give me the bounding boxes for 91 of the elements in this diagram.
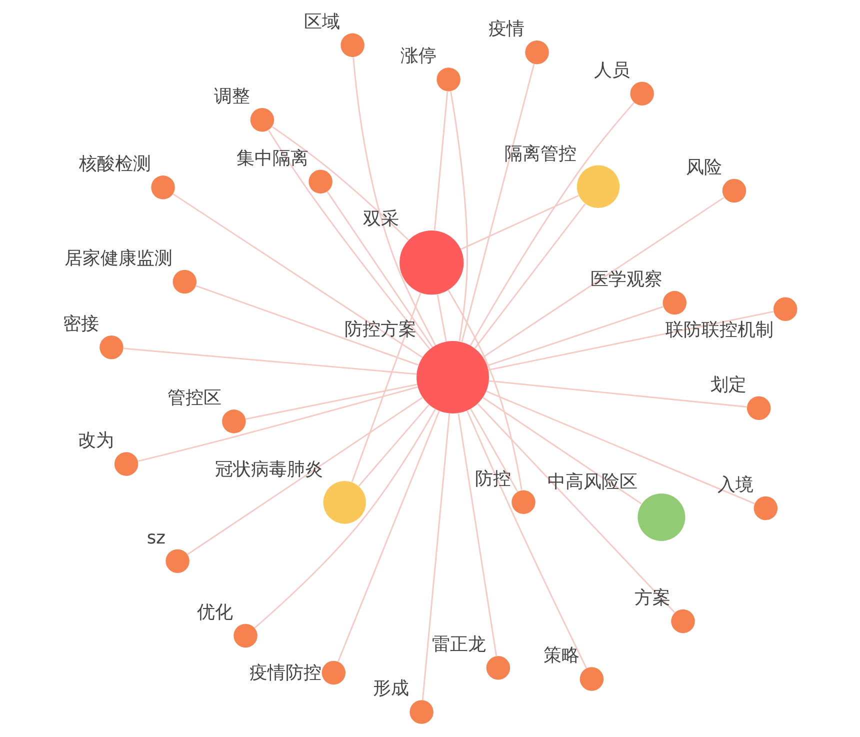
node-label: 形成 xyxy=(373,678,410,700)
connector xyxy=(196,285,418,366)
node-circle xyxy=(746,396,771,420)
node-circle xyxy=(580,667,604,691)
node-label: 管控区 xyxy=(168,388,222,409)
node-label: 风险 xyxy=(686,156,722,178)
node-label: 集中隔离 xyxy=(236,148,308,169)
connector xyxy=(489,380,747,408)
node-circle xyxy=(576,165,620,208)
node-label: 中高风险区 xyxy=(548,472,638,493)
connector xyxy=(434,92,448,230)
node-circle xyxy=(630,82,654,106)
connector xyxy=(470,102,635,346)
node-label: 区域 xyxy=(304,11,340,32)
node-label: 疫情防控 xyxy=(250,662,322,684)
node-label: 入境 xyxy=(717,474,754,496)
node-circle xyxy=(486,656,510,680)
node-label: 疫情 xyxy=(488,18,525,40)
connector xyxy=(422,413,450,700)
node-circle xyxy=(638,493,686,541)
node-circle xyxy=(754,496,778,520)
node-label: 雷正龙 xyxy=(432,634,486,656)
node-circle xyxy=(114,452,138,476)
connector xyxy=(487,306,664,366)
node-label: 核酸检测 xyxy=(78,154,151,175)
node-label: 改为 xyxy=(78,430,114,452)
node-label: 人员 xyxy=(594,60,630,81)
node-circle xyxy=(100,336,124,360)
connector xyxy=(448,290,522,490)
node-circle xyxy=(340,33,364,58)
node-label: 涨停 xyxy=(400,46,436,67)
node-circle xyxy=(400,230,464,295)
node-label: 方案 xyxy=(634,587,671,608)
connector xyxy=(474,203,586,349)
node-circle xyxy=(322,660,346,685)
node-circle xyxy=(250,108,274,132)
node-label: 密接 xyxy=(63,314,100,335)
connector xyxy=(458,413,498,656)
connector xyxy=(461,64,535,342)
connector xyxy=(358,404,430,487)
connector xyxy=(486,390,755,504)
node-circle xyxy=(773,297,798,322)
connector xyxy=(172,193,423,358)
node-circle xyxy=(166,549,190,573)
connector xyxy=(436,294,447,342)
connector xyxy=(483,196,724,358)
connector xyxy=(450,91,468,342)
connector xyxy=(272,126,409,240)
connector xyxy=(123,348,417,375)
node-label: 医学观察 xyxy=(590,268,663,290)
node-label: 居家健康监测 xyxy=(64,248,173,269)
connector xyxy=(470,408,518,492)
connector xyxy=(460,194,579,250)
node-circle xyxy=(234,624,258,648)
node-circle xyxy=(416,341,489,414)
node-label: 调整 xyxy=(214,86,250,108)
node-circle xyxy=(323,481,366,524)
connector xyxy=(246,384,418,420)
node-label: 防控方案 xyxy=(344,319,416,340)
node-circle xyxy=(151,176,175,200)
node-label: 联防联控机制 xyxy=(665,319,774,340)
node-label: 策略 xyxy=(543,645,580,666)
node-circle xyxy=(222,410,246,434)
connector xyxy=(351,292,422,482)
node-circle xyxy=(671,609,695,634)
connector xyxy=(326,191,433,348)
node-circle xyxy=(410,700,434,724)
node-label: 隔离管控 xyxy=(504,143,577,164)
connector xyxy=(352,57,436,346)
node-label: sz xyxy=(146,527,166,548)
connector xyxy=(254,408,436,628)
node-circle xyxy=(172,270,197,294)
node-label: 双采 xyxy=(363,208,400,230)
node-circle xyxy=(722,178,746,203)
node-label: 冠状病毒肺炎 xyxy=(215,459,324,480)
connector xyxy=(477,403,676,613)
connector xyxy=(466,410,588,668)
node-circle xyxy=(436,68,460,92)
node-circle xyxy=(525,40,549,64)
node-circle xyxy=(308,170,332,194)
node-label: 防控 xyxy=(475,468,512,490)
connector xyxy=(488,310,774,371)
node-circle xyxy=(512,490,536,514)
connector xyxy=(338,410,440,662)
connector xyxy=(268,130,430,350)
connector xyxy=(138,386,418,462)
connector xyxy=(482,397,642,504)
node-circle xyxy=(662,290,687,315)
connector xyxy=(187,397,423,555)
node-label: 划定 xyxy=(710,374,747,396)
node-label: 优化 xyxy=(197,602,234,623)
